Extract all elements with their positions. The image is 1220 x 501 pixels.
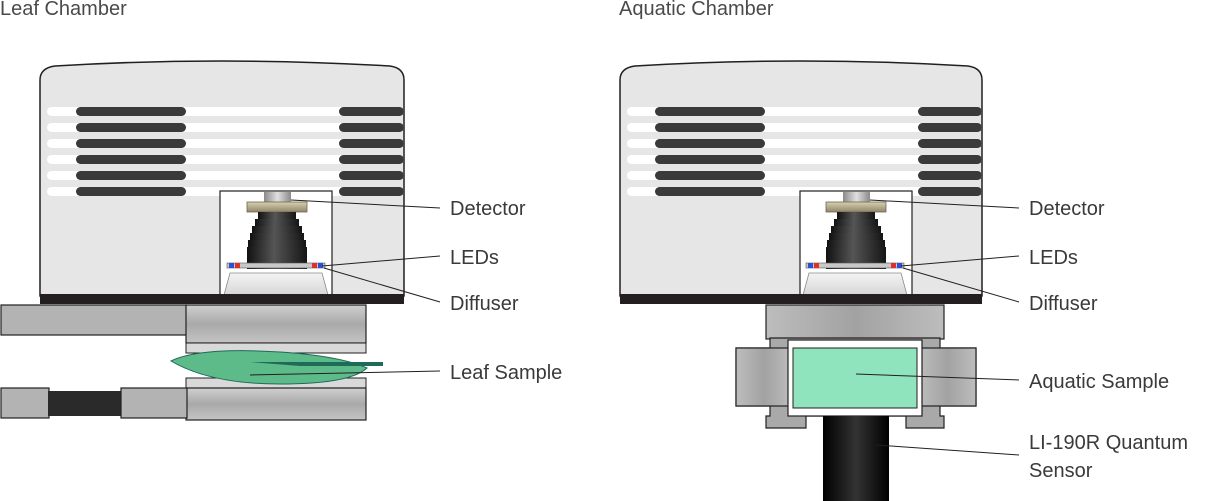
leaf-detector-cone [247,212,307,269]
aquatic-label-sensor-line2: Sensor [1029,460,1093,482]
aquatic-chamber-title: Aquatic Chamber [619,0,774,20]
leaf-label-leds: LEDs [450,247,499,269]
aquatic-label-sensor-line1: LI-190R Quantum [1029,432,1188,454]
leaf-led-strip [226,262,326,269]
leaf-chamber-upper-block [185,304,367,344]
aquatic-chamber: Detector LEDs Diffuser Aquatic Sample LI… [619,60,1188,501]
aquatic-top-collar [765,304,945,340]
leaf-arm-upper [0,304,188,336]
aquatic-detector-stem [843,192,870,203]
aquatic-sample-water [792,347,918,409]
leaf-chamber: Detector LEDs Diffuser Leaf Sample [0,60,562,421]
leaf-detector-ring [246,201,308,213]
leaf-chamber-lower-block [185,387,367,421]
aquatic-detector-ring [825,201,887,213]
aquatic-label-diffuser: Diffuser [1029,293,1098,315]
leaf-label-diffuser: Diffuser [450,293,519,315]
leaf-leader-lines [249,199,441,376]
aquatic-label-leds: LEDs [1029,247,1078,269]
leaf-base-bar [40,294,404,304]
leaf-detector-stem [264,192,291,203]
leaf-hinge-rod [48,391,121,416]
aquatic-leader-lines [855,199,1020,456]
aquatic-left-clamp [735,347,793,407]
aquatic-label-detector: Detector [1029,198,1105,220]
leaf-sample-shape [169,350,368,385]
aquatic-label-sample: Aquatic Sample [1029,371,1169,393]
aquatic-detector-cone [826,212,886,269]
leaf-label-detector: Detector [450,198,526,220]
leaf-diffuser [223,272,329,296]
leaf-chamber-title: Leaf Chamber [0,0,127,20]
leaf-vent-slots [47,107,404,196]
aquatic-base-bar [620,294,982,304]
aquatic-led-strip [805,262,905,269]
leaf-label-sample: Leaf Sample [450,362,562,384]
aquatic-diffuser [802,272,908,296]
leaf-arm-lower-mid [120,387,188,419]
aquatic-sensor-body [823,416,889,501]
leaf-stem [250,362,383,366]
leaf-arm-lower [0,387,50,419]
